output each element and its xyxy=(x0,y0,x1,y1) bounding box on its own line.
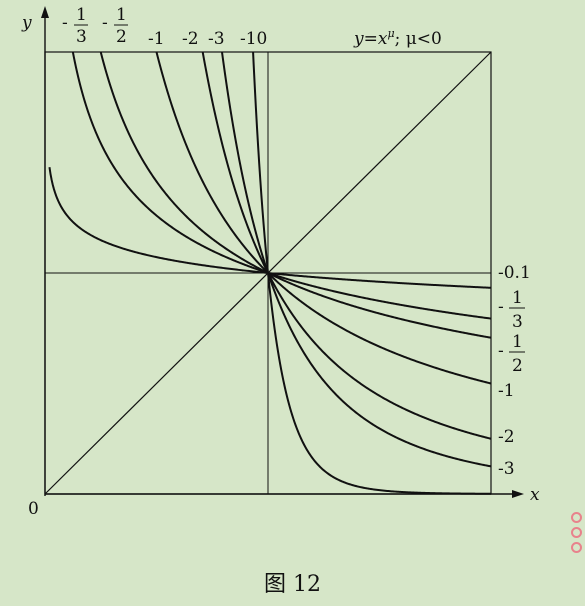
top-label-neg-1: -1 xyxy=(148,29,165,49)
svg-text:1: 1 xyxy=(76,5,87,25)
curve-mu--3 xyxy=(220,52,491,468)
curve-mu--1 xyxy=(155,52,491,385)
decor-circle-icon xyxy=(571,542,582,553)
svg-text:1: 1 xyxy=(116,5,127,25)
svg-text:3: 3 xyxy=(512,312,523,332)
svg-text:1: 1 xyxy=(512,332,523,352)
origin-label: 0 xyxy=(28,499,39,519)
top-label-neg-3: -3 xyxy=(208,29,225,49)
curve-mu--1over2 xyxy=(99,52,491,339)
y-axis-label: y xyxy=(21,13,32,33)
svg-text:-: - xyxy=(498,297,504,317)
svg-text:2: 2 xyxy=(116,27,127,47)
x-axis-arrow xyxy=(512,490,524,498)
right-label-neg-3: -3 xyxy=(498,459,515,479)
svg-text:1: 1 xyxy=(512,288,523,308)
svg-text:3: 3 xyxy=(76,27,87,47)
right-label-neg-third: - 1 3 xyxy=(498,288,525,332)
decor-circle-icon xyxy=(571,527,582,538)
svg-text:2: 2 xyxy=(512,356,523,376)
curve-mu--0.1 xyxy=(48,167,491,289)
right-label-neg-1: -1 xyxy=(498,381,515,401)
x-axis-label: x xyxy=(530,485,540,505)
right-label-neg-2: -2 xyxy=(498,427,515,447)
top-label-neg-10: -10 xyxy=(240,29,267,49)
right-label-neg-0.1: -0.1 xyxy=(498,263,531,283)
curve-mu--2 xyxy=(201,52,491,440)
figure-caption: 图 12 xyxy=(264,572,321,597)
right-label-neg-half: - 1 2 xyxy=(498,332,525,376)
top-label-neg-2: -2 xyxy=(182,29,199,49)
svg-text:-: - xyxy=(498,341,504,361)
decor-circle-icon xyxy=(571,512,582,523)
formula-label: y=xμ; μ<0 xyxy=(353,27,442,49)
curve-mu--1over3 xyxy=(71,52,491,320)
top-label-neg-half: - 1 2 xyxy=(102,5,128,47)
top-label-neg-third: - 1 3 xyxy=(62,5,88,47)
curve-mu--10 xyxy=(252,52,491,495)
svg-text:-: - xyxy=(62,13,68,33)
corner-decoration xyxy=(571,512,583,557)
svg-text:-: - xyxy=(102,13,108,33)
y-axis-arrow xyxy=(41,6,49,18)
curves-group xyxy=(48,52,491,495)
